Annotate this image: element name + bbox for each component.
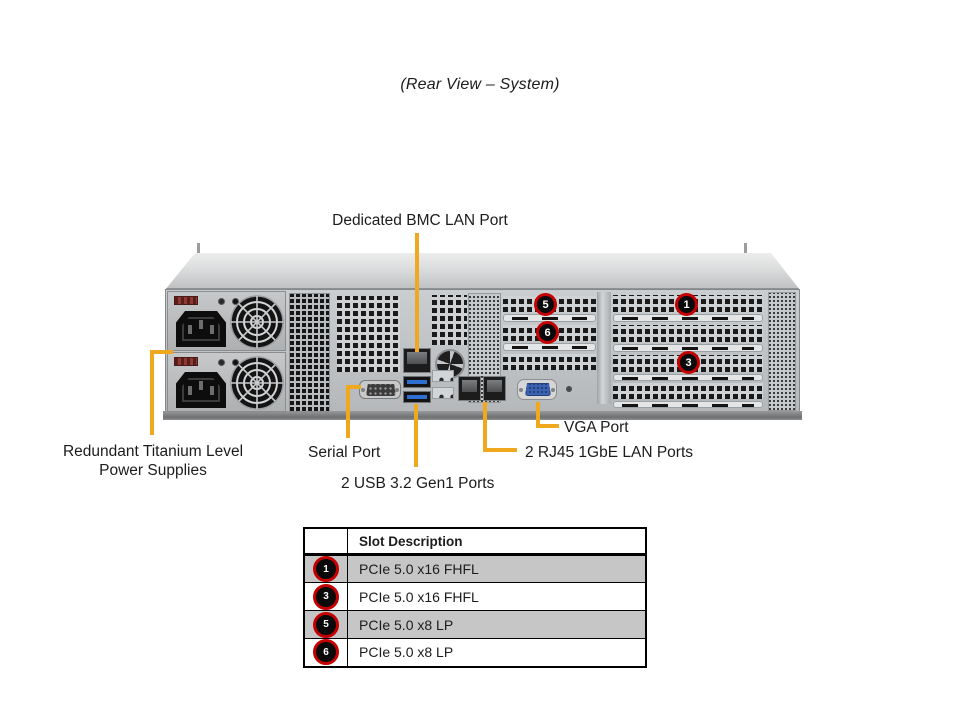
slot-badge-1: 1 [675, 293, 698, 316]
vent-dots-icon [432, 387, 454, 399]
bmc-lan-port [403, 348, 431, 373]
vent-grille [768, 292, 796, 411]
callout-line-psu [150, 350, 154, 435]
psu-fan-grille-icon [230, 295, 284, 349]
callout-line-bmc [415, 233, 419, 352]
slot-description-table: Slot Description 1 PCIe 5.0 x16 FHFL 3 P… [303, 527, 647, 668]
chassis-bottom-rail [163, 411, 802, 420]
table-row: 3 PCIe 5.0 x16 FHFL [303, 582, 647, 611]
slot-badge-5: 5 [534, 293, 557, 316]
ac-power-inlet [176, 372, 226, 408]
lan-port [483, 376, 506, 401]
psu-led-icon [218, 298, 225, 305]
callout-line-lan [483, 402, 487, 452]
callout-line-serial [346, 385, 350, 438]
lan-port [458, 376, 481, 401]
callout-line-lan [483, 448, 517, 452]
slot-badge-6: 6 [536, 321, 559, 344]
usb-port [403, 376, 431, 388]
pcie-slot-bracket [613, 325, 763, 342]
table-row: 1 PCIe 5.0 x16 FHFL [303, 554, 647, 583]
slot-description: PCIe 5.0 x16 FHFL [347, 582, 647, 611]
usb-port [403, 391, 431, 403]
pcie-slot-opening [503, 343, 596, 351]
table-row: 6 PCIe 5.0 x8 LP [303, 638, 647, 667]
riser-divider [597, 292, 611, 404]
power-supply-module [167, 291, 286, 351]
pcie-slot-bracket [613, 383, 763, 399]
callout-line-psu [150, 350, 173, 354]
pcie-slot-opening [613, 374, 763, 381]
label-usb-ports: 2 USB 3.2 Gen1 Ports [341, 475, 495, 492]
callout-line-vga [536, 402, 540, 428]
psu-latch-icon [174, 357, 198, 366]
vent-grille [289, 293, 330, 412]
pcie-slot-bracket [503, 354, 596, 370]
panel-hole-icon [566, 386, 572, 392]
label-lan-ports: 2 RJ45 1GbE LAN Ports [525, 444, 693, 461]
vent-grille [432, 295, 467, 345]
vga-port [517, 379, 557, 400]
table-header-label: Slot Description [347, 527, 647, 556]
label-serial-port: Serial Port [308, 444, 381, 461]
label-power-supplies: Redundant Titanium Level Power Supplies [62, 443, 244, 479]
power-supply-module [167, 352, 286, 412]
slot-badge-3: 3 [677, 351, 700, 374]
chassis-tab-icon [197, 243, 200, 253]
slot-badge-5: 5 [313, 611, 339, 638]
psu-led-icon [232, 359, 239, 366]
table-header-empty-cell [303, 527, 348, 556]
callout-line-serial [346, 385, 361, 389]
psu-led-icon [232, 298, 239, 305]
slot-description: PCIe 5.0 x8 LP [347, 610, 647, 639]
psu-latch-icon [174, 296, 198, 305]
chassis-tab-icon [744, 243, 747, 253]
callout-line-vga [536, 424, 559, 428]
slot-badge-3: 3 [313, 583, 339, 610]
label-vga-port: VGA Port [564, 419, 629, 436]
vent-dots-icon [432, 370, 454, 382]
page-title: (Rear View – System) [400, 76, 560, 93]
psu-led-icon [218, 359, 225, 366]
pcie-slot-opening [613, 401, 763, 408]
slot-badge-1: 1 [313, 556, 339, 582]
slot-description: PCIe 5.0 x16 FHFL [347, 554, 647, 583]
chassis-top-lid [165, 253, 800, 290]
slot-badge-6: 6 [313, 639, 339, 666]
ac-power-inlet [176, 311, 226, 347]
table-row: 5 PCIe 5.0 x8 LP [303, 610, 647, 639]
vent-grille [337, 296, 400, 372]
label-bmc-lan-port: Dedicated BMC LAN Port [332, 212, 508, 229]
slot-description: PCIe 5.0 x8 LP [347, 638, 647, 667]
serial-port [359, 380, 401, 399]
callout-line-usb [414, 404, 418, 467]
psu-fan-grille-icon [230, 356, 284, 410]
table-header-row: Slot Description [303, 527, 647, 556]
